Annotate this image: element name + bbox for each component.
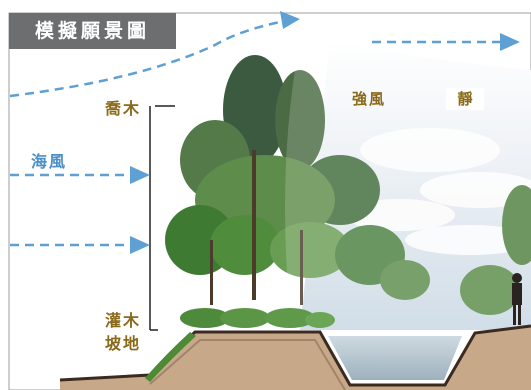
shrub-row <box>180 308 335 328</box>
arrow-heads <box>130 11 520 254</box>
overlay-panel <box>285 40 531 390</box>
mangrove-trees <box>335 185 531 315</box>
label-sea-wind: 海風 <box>31 152 68 171</box>
label-calm: 靜 <box>457 90 473 108</box>
level-bracket <box>149 105 175 331</box>
label-shrub: 灌木 <box>105 311 142 330</box>
title-badge: 模擬願景圖 <box>9 13 176 49</box>
arrowhead-curve <box>280 11 300 29</box>
arrowhead-top-right <box>500 33 520 51</box>
page-title: 模擬願景圖 <box>34 20 150 42</box>
label-slope: 坡地 <box>105 334 142 353</box>
person-silhouette <box>512 273 522 325</box>
label-strong-wind: 強風 <box>352 90 387 108</box>
calm-badge: 靜 <box>446 88 484 110</box>
frame-border <box>8 12 531 390</box>
wind-arrows <box>9 19 505 247</box>
arrowhead-lower <box>130 236 150 254</box>
ground-outline-inner <box>149 339 346 390</box>
label-tree: 喬木 <box>105 99 142 118</box>
water-pond <box>328 336 462 380</box>
ground-slope <box>60 326 531 390</box>
wind-curve-arrow <box>9 19 286 98</box>
arrowhead-middle <box>130 166 150 184</box>
grass-edge <box>145 332 196 382</box>
tree-canopy <box>165 55 380 305</box>
